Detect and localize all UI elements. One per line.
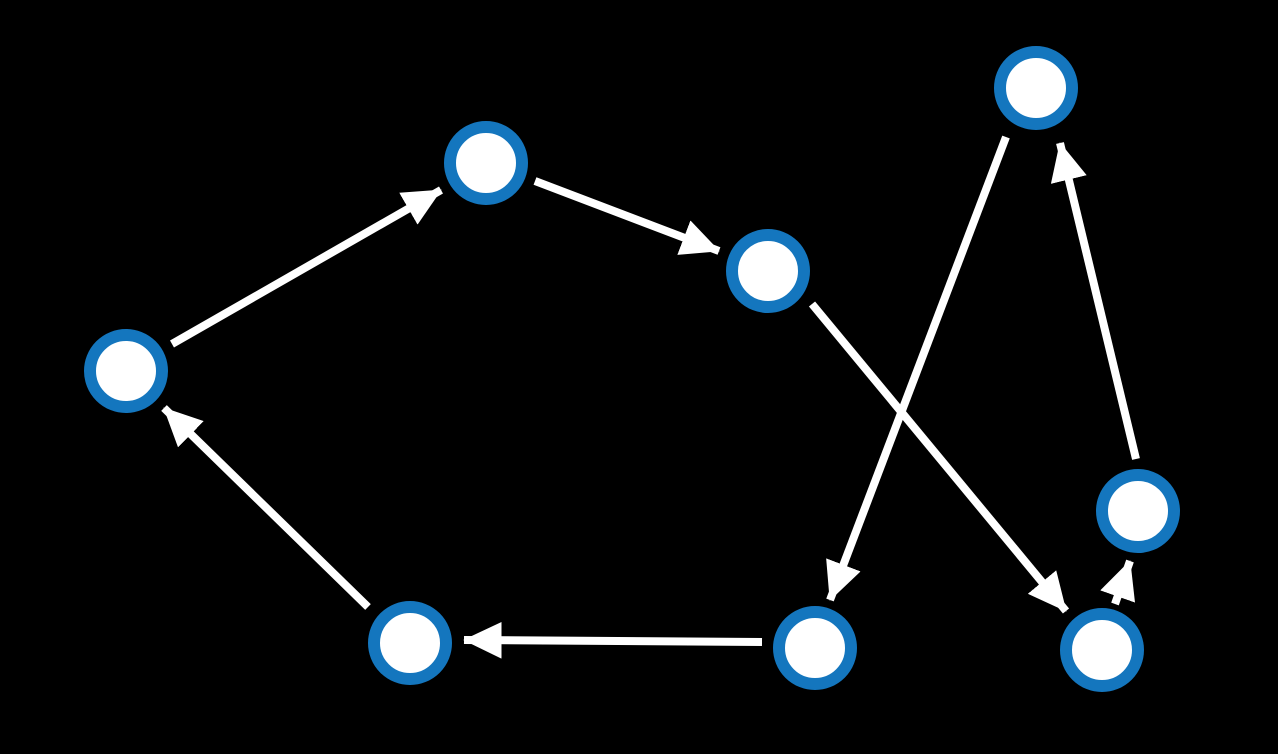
graph-node-top-right[interactable] [994,46,1078,130]
graph-node-bottom-middle[interactable] [773,606,857,690]
edge-bottom-right-to-right [1100,559,1135,606]
graph-node-right[interactable] [1096,469,1180,553]
nodes-layer [84,46,1180,692]
edge-bottom-left-to-left [161,405,371,610]
edge-top-right-to-bottom-middle [826,135,1010,602]
edges-layer [161,135,1140,659]
edge-middle-to-bottom-right [808,301,1070,614]
graph-node-left[interactable] [84,329,168,413]
graph-node-bottom-left[interactable] [368,601,452,685]
graph-node-bottom-right[interactable] [1060,608,1144,692]
edge-right-to-top-right [1050,142,1140,460]
edge-top-middle-to-middle [533,177,721,255]
graph-node-top-middle[interactable] [444,121,528,205]
edge-left-to-top-middle [170,186,443,348]
graph-node-middle[interactable] [726,229,810,313]
edge-bottom-middle-to-bottom-left [463,621,763,659]
